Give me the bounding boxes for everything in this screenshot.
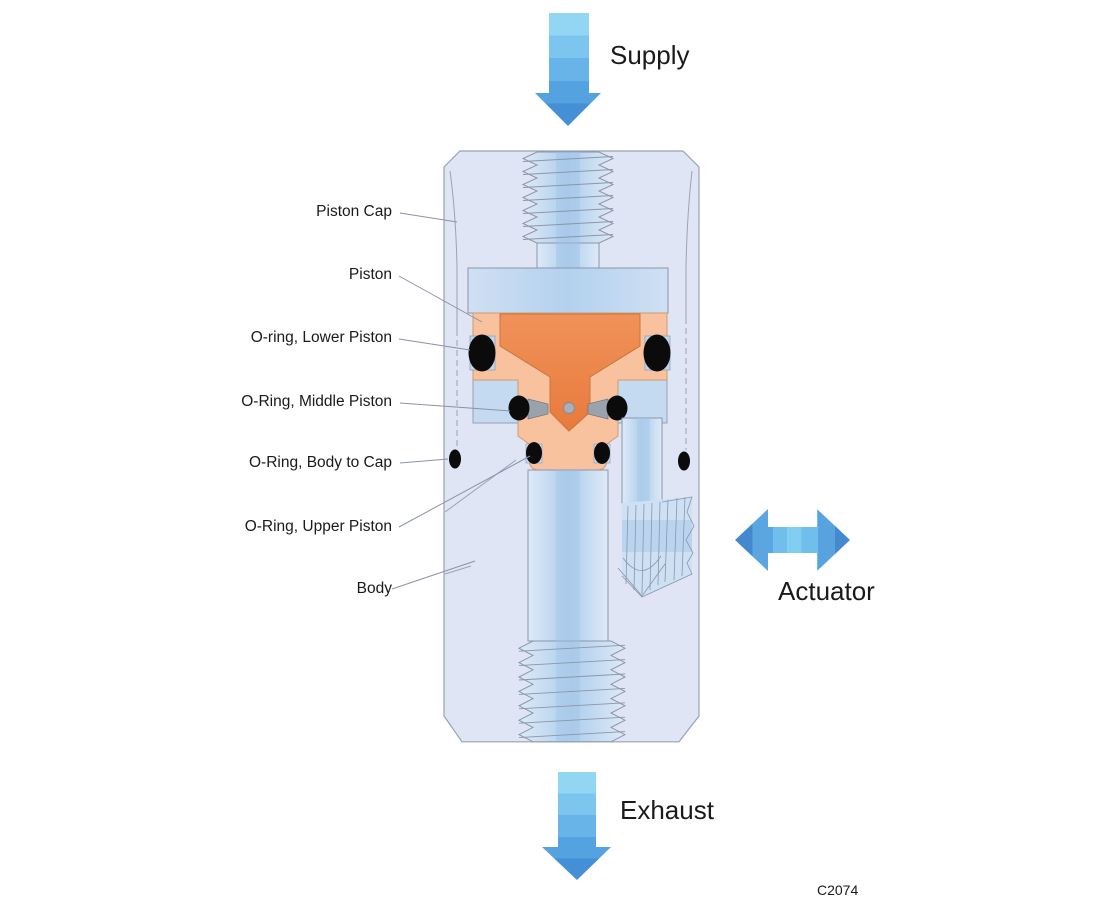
o-ring-body-to-cap-right	[678, 451, 690, 471]
seam-lines	[444, 268, 687, 575]
center-pin	[563, 402, 575, 414]
o-ring-body-to-cap-left	[449, 449, 461, 469]
piston-funnel	[499, 313, 641, 432]
label-body: Body	[356, 580, 392, 597]
o-ring-middle-piston-left	[508, 395, 530, 421]
actuator-channel	[621, 417, 663, 512]
label-piston: Piston	[348, 266, 392, 283]
actuator-port-threads	[617, 496, 695, 598]
label-o-ring-upper-piston: O-Ring, Upper Piston	[244, 518, 392, 535]
supply-neck	[536, 242, 600, 270]
supply-port-threads	[521, 151, 615, 270]
piston	[467, 267, 669, 314]
o-ring-lower-piston-left	[468, 334, 496, 372]
supply-arrow	[535, 13, 601, 126]
cap-seam-arcs	[449, 170, 693, 269]
exhaust-arrow	[542, 772, 611, 880]
label-exhaust: Exhaust	[620, 795, 714, 825]
o-ring-lower-piston-right	[643, 334, 671, 372]
label-o-ring-lower-piston: O-ring, Lower Piston	[250, 329, 392, 346]
label-actuator: Actuator	[778, 576, 875, 606]
o-ring-middle-piston-right	[606, 395, 628, 421]
actuator-arrow	[735, 509, 850, 571]
exhaust-port-threads	[517, 470, 627, 743]
leader-lines	[391, 212, 531, 590]
label-supply: Supply	[610, 40, 690, 70]
label-piston-cap: Piston Cap	[316, 203, 392, 220]
o-ring-upper-piston-right	[594, 442, 610, 464]
o-ring-upper-piston-left	[526, 442, 542, 464]
label-o-ring-middle-piston: O-Ring, Middle Piston	[241, 393, 392, 410]
exhaust-channel	[527, 469, 609, 642]
label-o-ring-body-to-cap: O-Ring, Body to Cap	[248, 454, 392, 471]
figure-code: C2074	[817, 882, 859, 898]
